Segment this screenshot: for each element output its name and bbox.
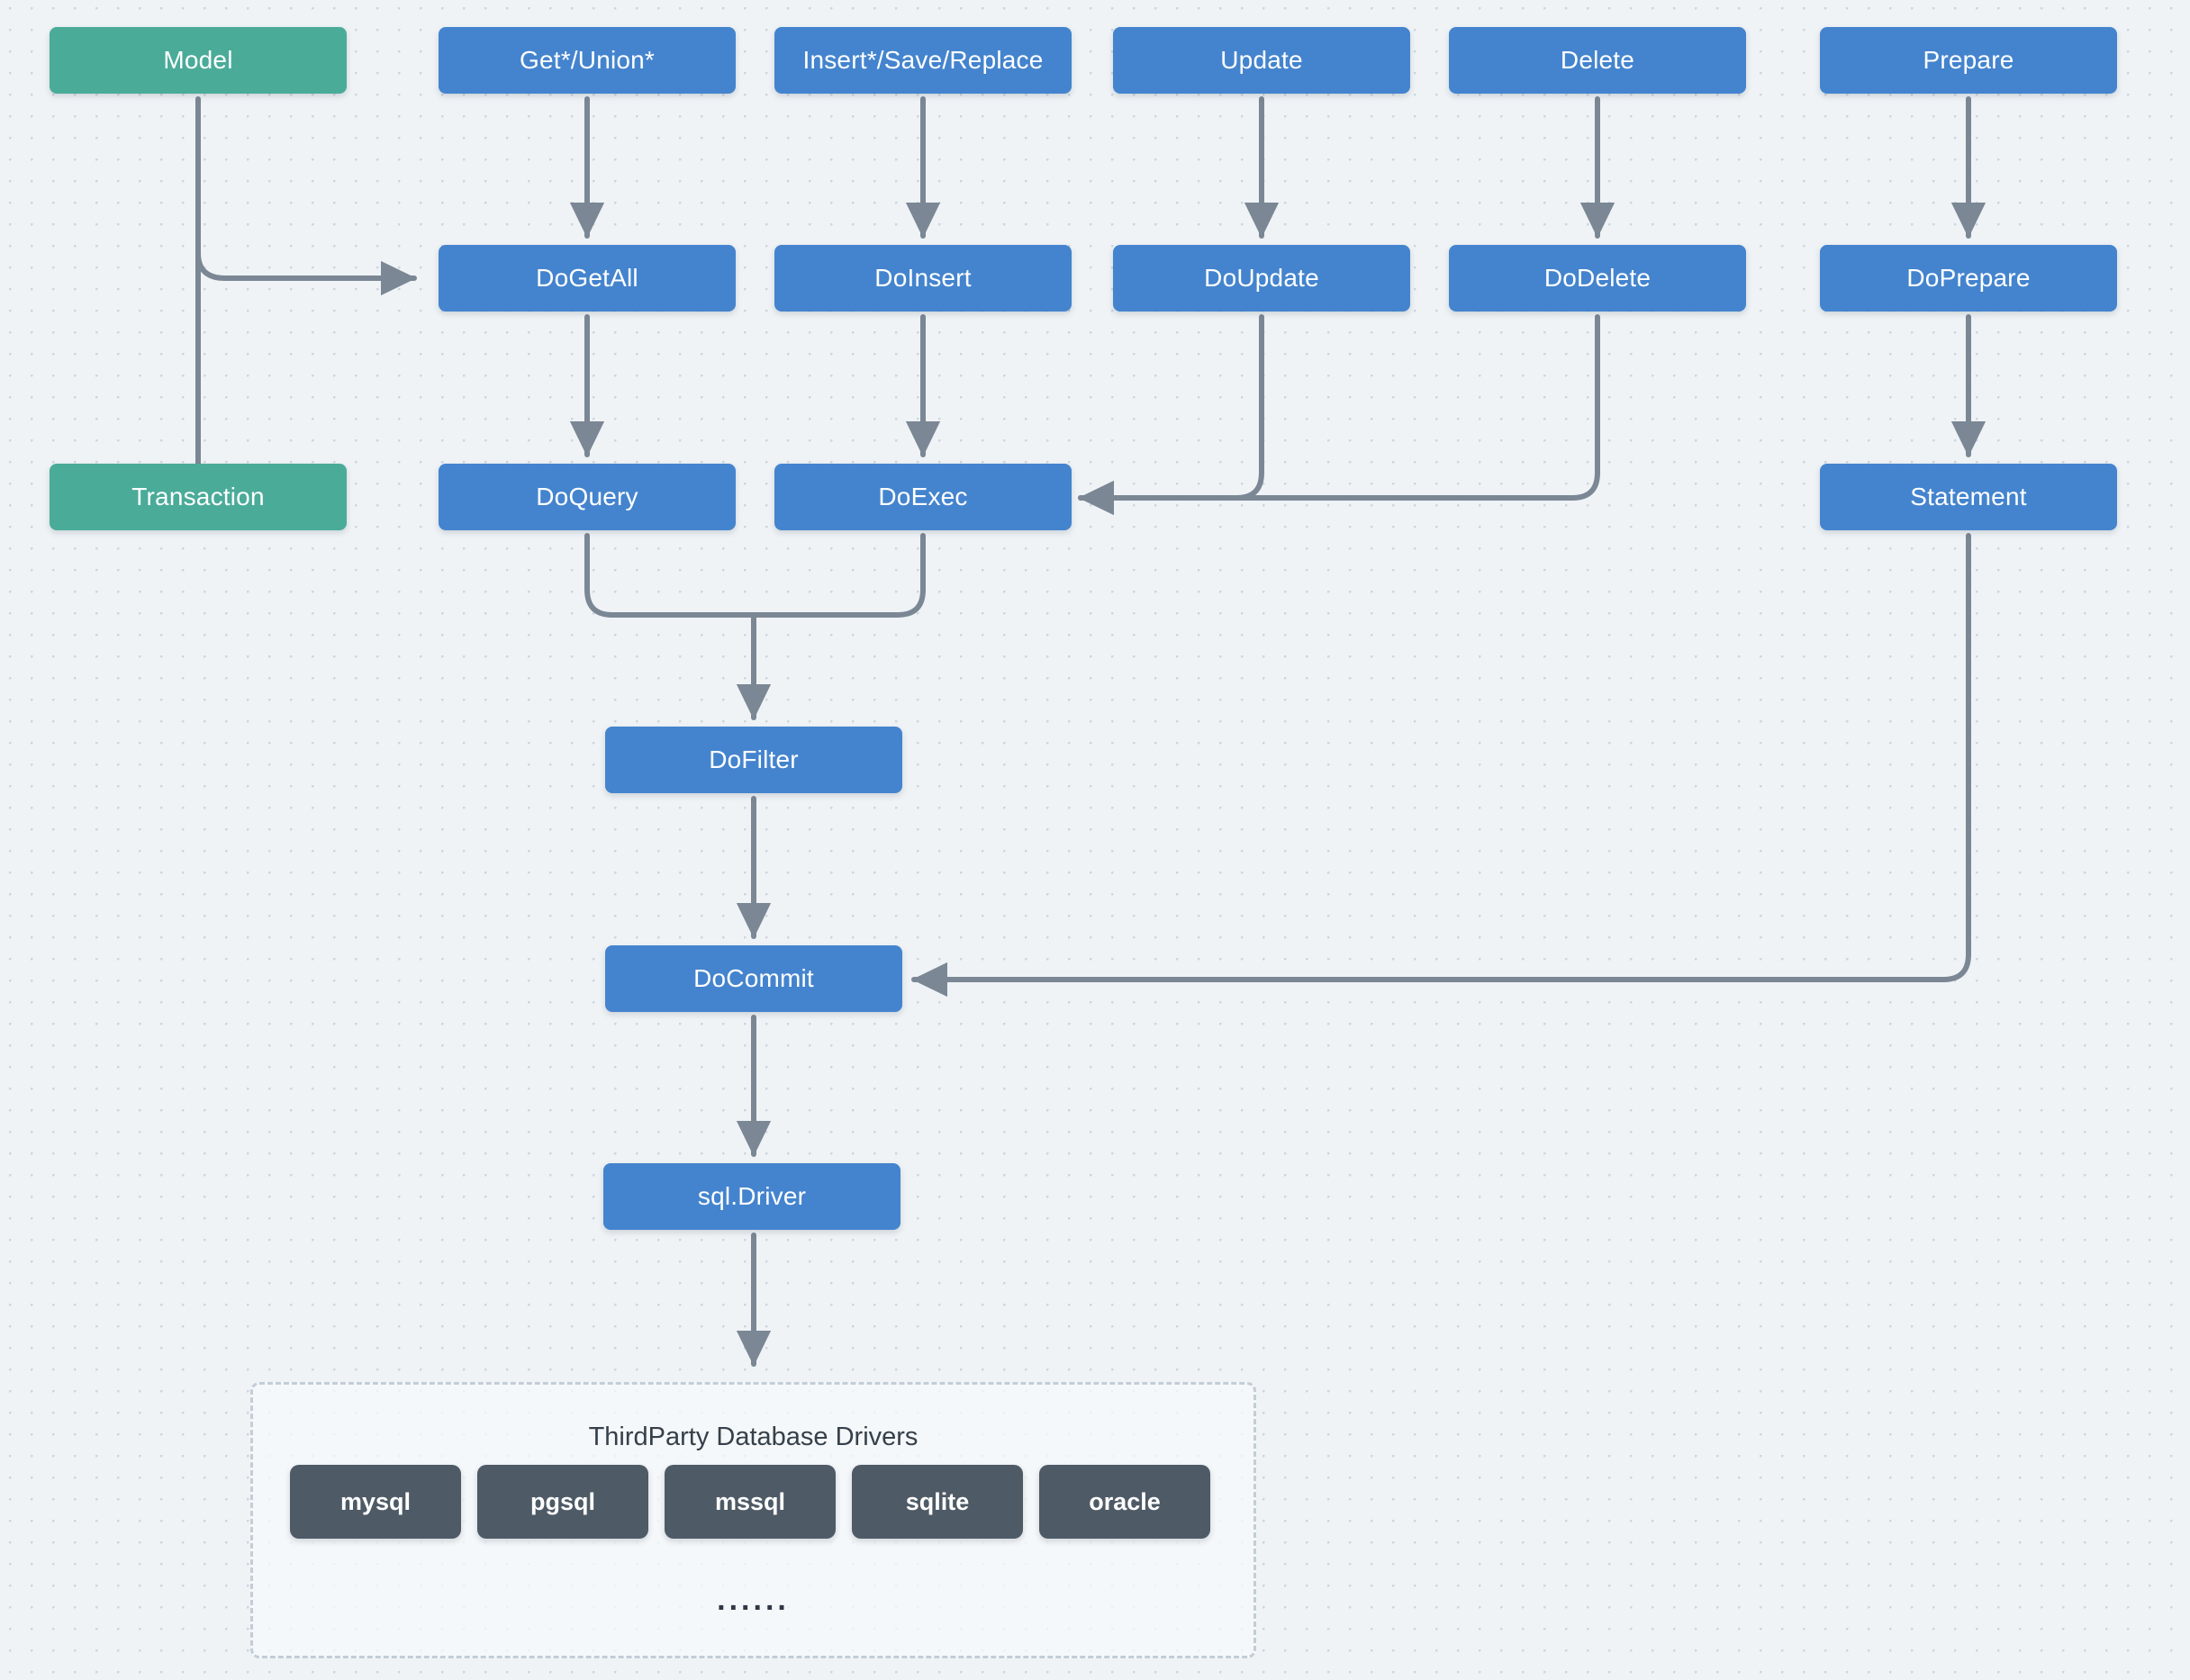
edge-doexec-to-dofilter (751, 533, 926, 618)
node-label: DoCommit (693, 964, 814, 992)
node-update[interactable]: Update (1113, 27, 1410, 94)
node-dodelete[interactable]: DoDelete (1449, 245, 1746, 312)
node-label: DoDelete (1543, 264, 1652, 292)
node-transaction[interactable]: Transaction (50, 464, 347, 530)
node-label: DoUpdate (1204, 264, 1319, 292)
edge-doquery-to-dofilter (584, 533, 756, 618)
node-delete[interactable]: Delete (1449, 27, 1746, 94)
driver-oracle[interactable]: oracle (1039, 1465, 1210, 1539)
node-model[interactable]: Model (50, 27, 347, 94)
node-label: DoPrepare (1906, 264, 2031, 292)
driver-sqlite[interactable]: sqlite (852, 1465, 1023, 1539)
node-sql-driver[interactable]: sql.Driver (603, 1163, 900, 1230)
node-dogetall[interactable]: DoGetAll (439, 245, 736, 312)
edge-model-to-dogetall (195, 250, 417, 296)
node-insert-save-replace[interactable]: Insert*/Save/Replace (774, 27, 1072, 94)
node-label: Get*/Union* (519, 46, 656, 74)
node-doprepare[interactable]: DoPrepare (1820, 245, 2117, 312)
node-label: DoQuery (536, 483, 638, 510)
driver-label: mysql (339, 1487, 412, 1515)
node-label: Insert*/Save/Replace (802, 46, 1044, 74)
node-label: DoGetAll (536, 264, 638, 292)
node-get-union[interactable]: Get*/Union* (439, 27, 736, 94)
driver-mssql[interactable]: mssql (665, 1465, 836, 1539)
node-doinsert[interactable]: DoInsert (774, 245, 1072, 312)
node-label: Prepare (1923, 46, 2014, 74)
node-doupdate[interactable]: DoUpdate (1113, 245, 1410, 312)
node-label: Update (1220, 46, 1303, 74)
node-label: DoFilter (709, 745, 799, 773)
edge-doupdate-to-doexec (1078, 314, 1264, 516)
drivers-ellipsis: ...... (717, 1583, 790, 1617)
driver-pgsql[interactable]: pgsql (477, 1465, 648, 1539)
driver-label: oracle (1089, 1487, 1161, 1515)
node-prepare[interactable]: Prepare (1820, 27, 2117, 94)
drivers-group-title: ThirdParty Database Drivers (588, 1423, 919, 1451)
edge-statement-to-docommit (911, 533, 1971, 998)
node-doexec[interactable]: DoExec (774, 464, 1072, 530)
node-label: Delete (1560, 46, 1635, 74)
node-label: Statement (1910, 483, 2027, 510)
node-label: DoInsert (874, 264, 972, 292)
driver-mysql[interactable]: mysql (290, 1465, 461, 1539)
node-doquery[interactable]: DoQuery (439, 464, 736, 530)
driver-label: mssql (714, 1487, 786, 1515)
edge-dodelete-to-doexec (1078, 314, 1600, 516)
node-label: DoExec (878, 483, 968, 510)
node-label: Model (163, 46, 233, 74)
node-label: Transaction (131, 483, 265, 510)
driver-label: sqlite (905, 1487, 970, 1515)
driver-label: pgsql (530, 1487, 595, 1515)
node-statement[interactable]: Statement (1820, 464, 2117, 530)
node-dofilter[interactable]: DoFilter (605, 727, 902, 793)
node-label: sql.Driver (697, 1182, 807, 1210)
node-docommit[interactable]: DoCommit (605, 945, 902, 1012)
